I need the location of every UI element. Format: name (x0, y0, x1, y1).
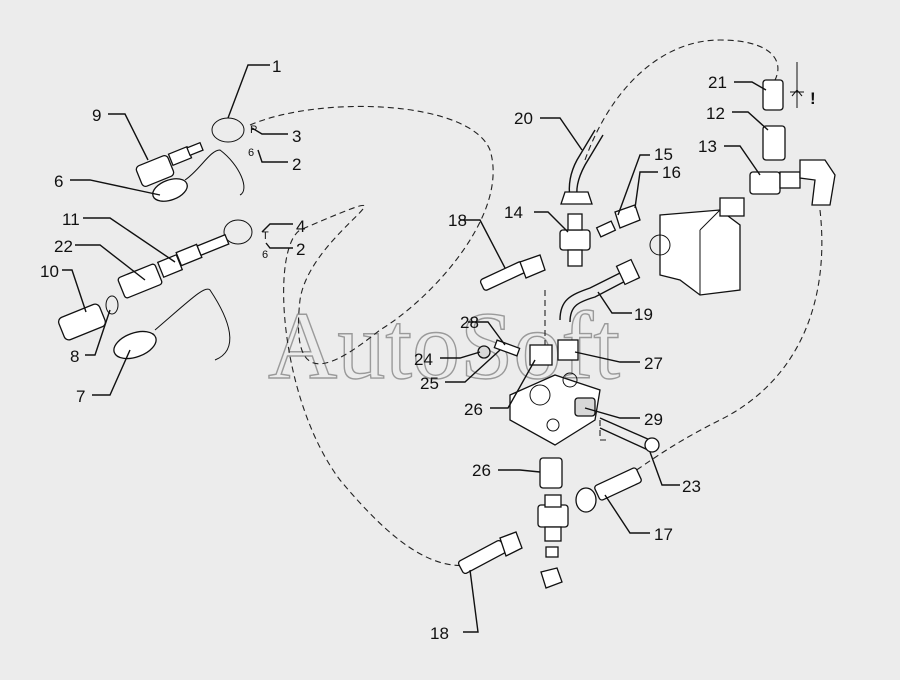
tee-fitting-part-14 (559, 213, 591, 267)
callout-22: 22 (54, 237, 73, 256)
callout-14: 14 (504, 203, 523, 222)
adapter-part-12 (762, 125, 786, 161)
callout-23: 23 (682, 477, 701, 496)
dust-cap-part-7 (113, 288, 231, 361)
callout-16: 16 (662, 163, 681, 182)
adapter-part-26-upper (529, 344, 553, 366)
callout-24: 24 (414, 350, 433, 369)
mark-t: T (262, 230, 269, 242)
bolt-part-28 (493, 339, 521, 357)
quick-coupler-part-10 (57, 295, 119, 341)
callout-21: 21 (708, 73, 727, 92)
plug-lower (545, 546, 559, 558)
callout-7: 7 (76, 387, 85, 406)
callout-29: 29 (644, 410, 663, 429)
leader-lines (62, 64, 769, 633)
hydraulic-pump (649, 197, 745, 296)
mark-six-b: 6 (262, 249, 268, 261)
fitting-part-21 (762, 79, 784, 111)
hose-part-18-upper (479, 254, 546, 291)
callout-26b: 26 (472, 461, 491, 480)
o-ring-part-8 (105, 295, 119, 315)
callout-18b: 18 (430, 624, 449, 643)
callout-4: 4 (296, 217, 305, 236)
coupler-chain-part-11-22 (117, 233, 230, 299)
hose-part-19 (559, 258, 641, 323)
warning-mark: ! (810, 89, 816, 108)
valve-block (509, 372, 601, 446)
callout-6: 6 (54, 172, 63, 191)
dust-cap-part-6 (152, 149, 245, 202)
hose-part-20 (560, 129, 604, 205)
dashed-hose-route-top (584, 39, 779, 161)
callout-9: 9 (92, 106, 101, 125)
callout-10: 10 (40, 262, 59, 281)
dashed-link-valve (544, 290, 610, 441)
callout-12: 12 (706, 104, 725, 123)
callout-19: 19 (634, 305, 653, 324)
callout-28: 28 (460, 313, 479, 332)
dashed-hose-route-right (619, 209, 823, 481)
callout-2b: 2 (296, 240, 305, 259)
quick-coupler-part-9 (135, 141, 204, 188)
hose-part-17 (575, 467, 642, 513)
callout-8: 8 (70, 347, 79, 366)
callout-20: 20 (514, 109, 533, 128)
tee-fitting-lower (537, 494, 569, 542)
adapter-part-15 (595, 220, 617, 238)
callout-1: 1 (272, 57, 281, 76)
adapter-part-27 (557, 339, 579, 361)
hose-part-18-lower (457, 531, 523, 575)
mark-six-a: 6 (248, 147, 254, 159)
nut-lower (540, 567, 563, 589)
bolt-part-23 (599, 417, 660, 453)
dashed-hose-route-left (249, 105, 494, 567)
callout-2a: 2 (292, 155, 301, 174)
mark-p: P (250, 124, 257, 136)
tee-fitting-part-13 (749, 171, 801, 195)
ring-marks: P 6 T 6 (248, 124, 269, 261)
callout-13: 13 (698, 137, 717, 156)
callout-3: 3 (292, 127, 301, 146)
adapter-part-26-lower (539, 457, 563, 489)
elbow-hose-right (799, 159, 836, 206)
callout-15: 15 (654, 145, 673, 164)
callout-26a: 26 (464, 400, 483, 419)
callout-17: 17 (654, 525, 673, 544)
seal-ring-part-4 (223, 219, 253, 245)
callout-11: 11 (62, 210, 80, 229)
callout-25: 25 (420, 374, 439, 393)
callout-27: 27 (644, 354, 663, 373)
callout-18a: 18 (448, 211, 467, 230)
caution-symbol: ! (790, 62, 816, 108)
callout-labels: 1 3 2 4 2 9 6 11 22 10 8 7 20 15 16 14 1… (40, 57, 727, 643)
seal-ring-part-1 (211, 117, 245, 143)
nut-part-16 (614, 204, 641, 229)
